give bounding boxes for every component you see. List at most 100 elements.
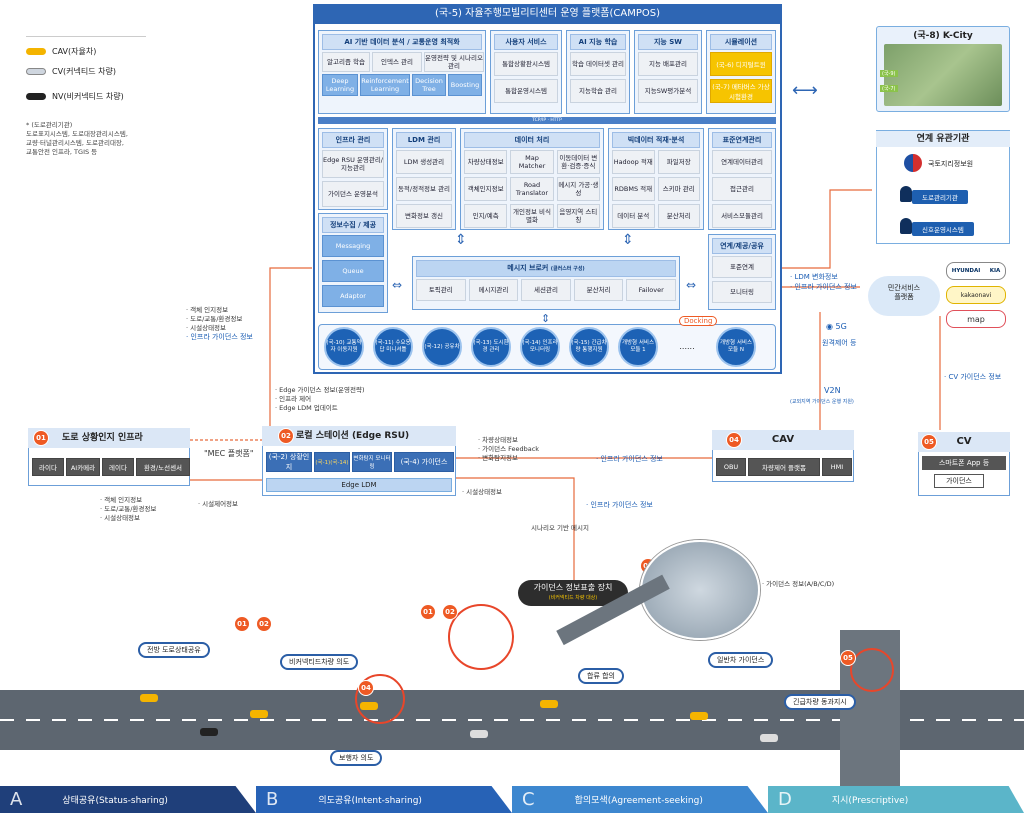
car-icon bbox=[200, 728, 218, 736]
sw-cell: 지능SW평가분석 bbox=[638, 79, 698, 103]
big-cell: 분산처리 bbox=[657, 204, 700, 228]
car-icon bbox=[140, 694, 158, 702]
cv-guide-label: · CV 가이던스 정보 bbox=[944, 373, 1002, 381]
sensor-cell: 레이다 bbox=[102, 458, 134, 476]
service-circle: (국-13) 도시환경 관리 bbox=[471, 327, 511, 367]
ai-cell: Decision Tree bbox=[412, 74, 446, 96]
collect-section: 정보수집 / 제공 Messaging Queue Adaptor bbox=[318, 213, 388, 313]
cloud-icon bbox=[868, 276, 940, 316]
partners-title: 연계 유관기관 bbox=[876, 131, 1010, 147]
collect-cell: Adaptor bbox=[322, 285, 384, 307]
legend-cav: CAV(자율차) bbox=[26, 46, 96, 57]
legend-divider bbox=[26, 36, 146, 37]
highlight-circle bbox=[355, 674, 405, 724]
arrow-icon: ⇕ bbox=[622, 232, 634, 248]
partner-name: 도로관리기관 bbox=[912, 190, 968, 204]
cv-icon bbox=[26, 68, 46, 75]
collect-cell: Queue bbox=[322, 260, 384, 282]
kcity-title: (국-8) K-City bbox=[913, 31, 973, 41]
lane-marking bbox=[0, 719, 1024, 721]
merge-pill: 합류 합의 bbox=[578, 668, 624, 684]
front-share-pill: 전방 도로상태공유 bbox=[138, 642, 210, 658]
step-number: 05 bbox=[921, 434, 937, 450]
fiveg-label: ◉ 5G bbox=[826, 322, 847, 331]
step-number: 01 bbox=[234, 616, 250, 632]
step-number: 05 bbox=[840, 650, 856, 666]
sim-section: 시뮬레이션 (국-6) 디지털트윈 (국-7) 메타버스 가상시험환경 bbox=[706, 30, 776, 114]
cav-cell: HMI bbox=[822, 458, 852, 476]
nv-intent-pill: 비커넥티드차량 의도 bbox=[280, 654, 359, 670]
rsu-cell: (국-2) 상황인지 bbox=[266, 452, 312, 472]
ai-cell: 인덱스 관리 bbox=[372, 52, 422, 72]
big-cell: 스키마 관리 bbox=[657, 177, 700, 201]
service-circle: (국-12) 공유차 bbox=[422, 327, 462, 367]
taegeuk-icon bbox=[904, 154, 922, 172]
service-circle: (국-14) 인프라 모니터링 bbox=[520, 327, 560, 367]
docking-tag: Docking bbox=[679, 316, 718, 326]
broker-cell: 분산처리 bbox=[573, 279, 624, 301]
guide-abcd-label: · 가이던스 정보(A/B/C/D) bbox=[762, 580, 835, 588]
ai-cell: Deep Learning bbox=[322, 74, 358, 96]
person-icon bbox=[900, 218, 912, 234]
ai-learn-section: AI 지능 학습 학습 데이터셋 관리 지능학습 관리 bbox=[566, 30, 630, 114]
step-number: 01 bbox=[33, 430, 49, 446]
edge-down-labels: · Edge 가이던스 정보(운영전략)· 인프라 제어· Edge LDM 업… bbox=[275, 386, 365, 412]
facility-state-label: · 시설상태정보 bbox=[462, 488, 503, 496]
infra-guide-dev-label: · 인프라 가이던스 정보 bbox=[586, 501, 653, 509]
bigdata-section: 빅데이터 적재·분석 Hadoop 적재 파일저장 RDBMS 적재 스키마 관… bbox=[608, 128, 704, 230]
big-cell: Hadoop 적재 bbox=[612, 150, 655, 174]
link-cell: 모니터링 bbox=[712, 281, 772, 303]
facility-ctrl-label: · 시설제어정보 bbox=[198, 500, 239, 508]
step-number: 01 bbox=[420, 604, 436, 620]
infra-section: 인프라 관리 Edge RSU 운영관리/지능관리 가이던스 운영분석 bbox=[318, 128, 388, 210]
user-cell: 통합운영시스템 bbox=[494, 79, 558, 103]
v2n-label: V2N bbox=[824, 386, 841, 395]
collect-cell: Messaging bbox=[322, 235, 384, 257]
user-cell: 통합상황판시스템 bbox=[494, 52, 558, 76]
ai-section: AI 기반 데이터 분석 / 교통운영 최적화 알고리즘 학습 인덱스 관리 운… bbox=[318, 30, 486, 114]
cv-title: CV bbox=[918, 432, 1010, 452]
mec-label: "MEC 플랫폼" bbox=[204, 449, 254, 458]
data-cell: 차량상태정보 bbox=[464, 150, 508, 174]
data-cell: 객체인지정보 bbox=[464, 177, 508, 201]
cav-row: OBU 차량제어 플랫폼 HMI bbox=[716, 458, 852, 476]
data-cell: 인지/예측 bbox=[464, 204, 508, 228]
private-title: 민간서비스 플랫폼 bbox=[887, 284, 921, 301]
label-infra-guide: · 인프라 가이던스 정보 bbox=[790, 283, 857, 291]
broker-section: 메시지 브로커 (클러스터 구성) 토픽관리 메시지관리 세션관리 분산처리 F… bbox=[412, 256, 680, 310]
highlight-circle bbox=[850, 648, 894, 692]
arrow-icon: ⇔ bbox=[392, 278, 403, 292]
sim-cell: (국-6) 디지털트윈 bbox=[710, 52, 772, 76]
sw-cell: 지능 배포관리 bbox=[638, 52, 698, 76]
std-section: 표준연계관리 연계데이터관리 접근관리 서비스모듈관리 bbox=[708, 128, 776, 230]
road-agency-note: * (도로관리기관)도로표지시스템, 도로대장관리시스템,교량·터널관리시스템,… bbox=[26, 121, 128, 156]
emergency-pill: 긴급차량 동과지시 bbox=[784, 694, 856, 710]
guidance-tag: 가이던스 bbox=[934, 474, 984, 488]
highlight-circle bbox=[448, 604, 514, 670]
campos-title: (국-5) 자율주행모빌리티센터 운영 플랫폼(CAMPOS) bbox=[313, 4, 782, 24]
service-list: (국-10) 교통약자 이동지원 (국-11) 수요응답 미니셔틀 (국-12)… bbox=[324, 327, 756, 367]
v2n-sub-label: (교외지역 가이던스 운행 지원) bbox=[790, 399, 854, 405]
broker-cell: Failover bbox=[626, 279, 676, 301]
general-guide-pill: 일반차 가이던스 bbox=[708, 652, 774, 668]
arrow-icon: ⟷ bbox=[792, 80, 818, 101]
infra-cell: Edge RSU 운영관리/지능관리 bbox=[322, 150, 384, 178]
service-circle: 개방형 서비스 모듈 1 bbox=[618, 327, 658, 367]
smartphone-app: 스마트폰 App 등 bbox=[922, 456, 1006, 470]
cav-title: CAV bbox=[712, 430, 854, 450]
kakaonavi-logo: kakaonavi bbox=[946, 286, 1006, 304]
cav-icon bbox=[26, 48, 46, 55]
infra-cell: 가이던스 운영분석 bbox=[322, 181, 384, 207]
car-icon bbox=[540, 700, 558, 708]
edge-ldm-bar: Edge LDM bbox=[266, 478, 452, 492]
link-cell: 표준연계 bbox=[712, 256, 772, 278]
std-cell: 연계데이터관리 bbox=[712, 150, 772, 174]
ai-cell: 알고리즘 학습 bbox=[322, 52, 370, 72]
sim-cell: (국-7) 메타버스 가상시험환경 bbox=[710, 79, 772, 103]
service-ellipsis: ...... bbox=[679, 342, 695, 351]
sensor-cell: AI카메라 bbox=[66, 458, 100, 476]
